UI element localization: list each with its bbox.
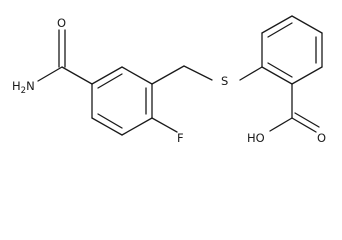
bond-ring-right-6 xyxy=(261,66,293,85)
acid-oh-label: HO xyxy=(247,131,265,145)
bond-ring-right-3 xyxy=(291,15,323,34)
bond-s-to-ring xyxy=(239,66,263,81)
bond-ring-to-f xyxy=(151,117,178,133)
sulfur-label: S xyxy=(221,74,228,88)
bond-ring-right-5 xyxy=(291,66,323,85)
bond-ring-left-4 xyxy=(121,117,153,136)
bond-acid-c-oh xyxy=(269,117,293,132)
structure-diagram: H2N O F S O HO xyxy=(12,15,326,145)
bond-ch2-to-s xyxy=(183,65,213,81)
left-ring xyxy=(91,66,153,136)
carboxylic-acid-group xyxy=(269,83,320,133)
bond-ring-to-carbonyl xyxy=(61,66,93,85)
bond-ring-left-inner-3 xyxy=(97,113,123,129)
bond-carbonyl-n xyxy=(37,66,63,82)
bond-acid-c-o-1 xyxy=(291,117,317,133)
right-ring xyxy=(261,15,323,85)
bond-ring-right-inner-1 xyxy=(267,22,293,38)
molecule-drawing: H2N O F S O HO xyxy=(12,15,326,145)
methylene-linker xyxy=(151,65,213,85)
bond-ring-right-inner-3 xyxy=(267,62,293,78)
amide-o-label: O xyxy=(57,16,66,30)
bond-acid-c-o-2 xyxy=(294,112,320,128)
fluorine-label: F xyxy=(177,131,184,145)
bond-ring-left-1 xyxy=(91,66,123,85)
bond-ring-left-inner-1 xyxy=(97,73,123,89)
bond-ring-to-ch2 xyxy=(151,65,185,85)
bond-ring-right-2 xyxy=(261,15,293,34)
bond-ring-left-2 xyxy=(121,66,153,85)
amide-group xyxy=(37,29,93,85)
acid-o-label: O xyxy=(317,131,326,145)
bond-ring-left-5 xyxy=(91,117,123,136)
amide-n-label: H2N xyxy=(12,79,35,96)
